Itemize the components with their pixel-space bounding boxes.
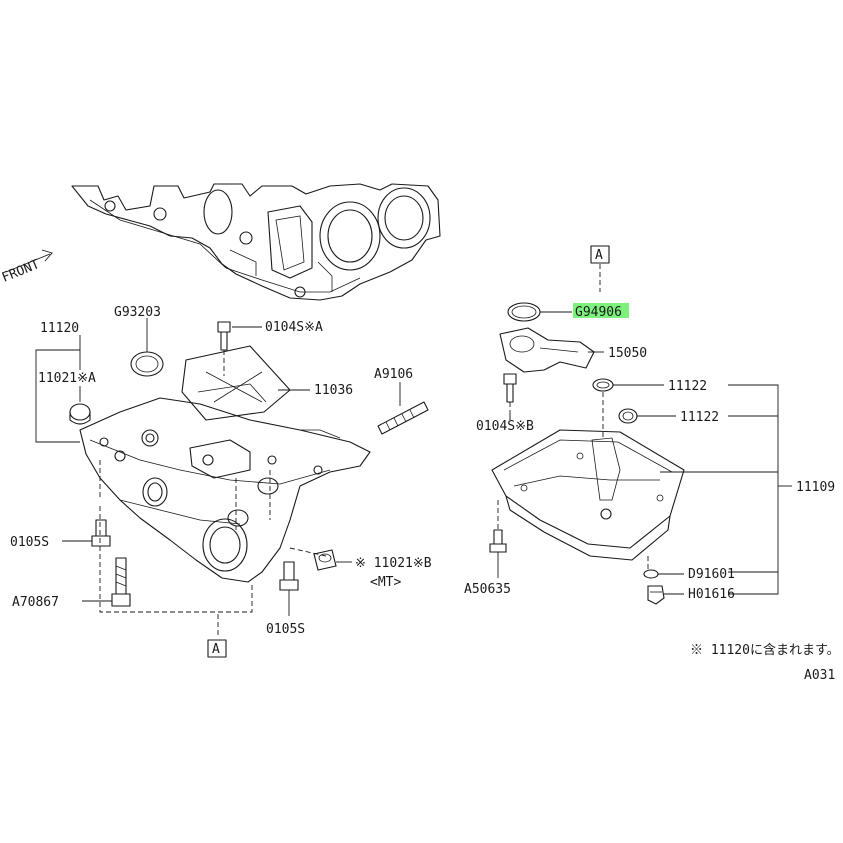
label-0104sa: 0104S※A: [265, 320, 323, 335]
crankcase-illustration: [79, 345, 371, 583]
bolt-0105s-left-part: [91, 519, 111, 547]
label-11122-mid: 11122: [680, 410, 719, 425]
label-11109: 11109: [796, 480, 835, 495]
label-0104sb: 0104S※B: [476, 419, 534, 434]
reference-a-left-label: A: [212, 642, 220, 657]
label-a70867: A70867: [12, 595, 59, 610]
oil-pan-11109-part: [491, 429, 685, 561]
footnote: ※ 11120に含まれます。: [690, 642, 840, 658]
front-label: FRONT: [0, 257, 42, 286]
label-11122-top: 11122: [668, 379, 707, 394]
plug-11021b-part: [313, 549, 337, 571]
label-a50635: A50635: [464, 582, 511, 597]
highlight-g94906: [573, 303, 629, 318]
plug-11021a-part: [69, 403, 91, 425]
bolt-a70867-part: [111, 557, 131, 607]
label-0105s-left: 0105S: [10, 535, 49, 550]
stud-a9106-part: [377, 401, 429, 435]
page-code: A031: [804, 668, 835, 683]
oring-11122-mid-part: [618, 408, 638, 424]
engine-block-illustration: [71, 183, 441, 301]
label-d91601: D91601: [688, 567, 735, 582]
oring-11122-top-part: [592, 378, 614, 392]
bolt-0104sb-part: [503, 373, 517, 420]
strainer-15050-part: [499, 327, 595, 373]
bolt-0105s-bottom-part: [279, 561, 299, 591]
leader-lines: [35, 311, 792, 616]
gasket-d91601-part: [643, 569, 659, 579]
label-11021b: ※ 11021※B: [355, 556, 432, 571]
label-11120: 11120: [40, 321, 79, 336]
label-11036: 11036: [314, 383, 353, 398]
front-indicator: FRONT: [0, 249, 53, 286]
label-0105s-bottom: 0105S: [266, 622, 305, 637]
reference-a-right-label: A: [595, 248, 603, 263]
label-g93203: G93203: [114, 305, 161, 320]
drain-plug-h01616-part: [647, 585, 665, 605]
label-h01616: H01616: [688, 587, 735, 602]
label-15050: 15050: [608, 346, 647, 361]
reference-a-left: A: [207, 639, 227, 658]
label-mt: <MT>: [370, 575, 401, 590]
label-a9106: A9106: [374, 367, 413, 382]
reference-a-right: A: [590, 245, 610, 264]
label-11021a: 11021※A: [38, 371, 96, 386]
bolt-a50635-part: [489, 500, 507, 553]
bolt-0104sa-part: [217, 321, 231, 376]
assembly-outline-left: [99, 506, 253, 613]
label-g94906: G94906: [575, 305, 622, 320]
